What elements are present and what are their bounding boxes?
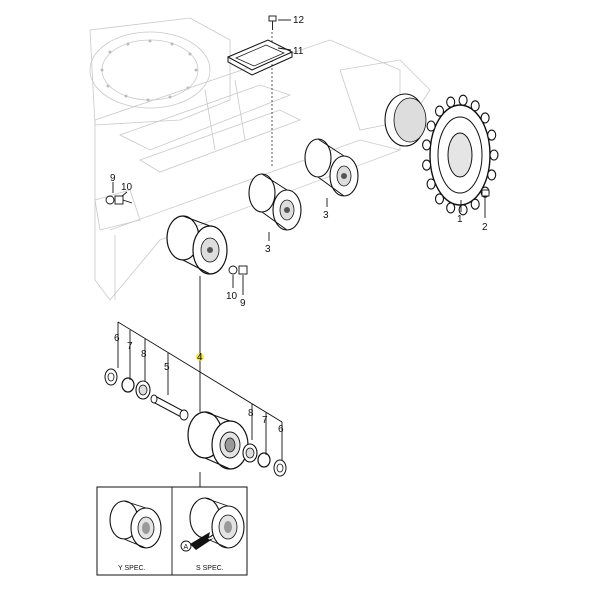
y-spec-caption: Y SPEC. (118, 565, 146, 572)
callout-1: 1 (457, 214, 463, 225)
sprocket-tooth (470, 100, 480, 112)
callout-6: 6 (278, 424, 284, 435)
callout-9: 9 (240, 298, 246, 309)
snap-ring-part (257, 452, 271, 468)
callout-10: 10 (226, 291, 238, 302)
callout-8: 8 (248, 408, 254, 419)
track-frame-outline (89, 17, 431, 301)
callout-3: 3 (323, 210, 329, 221)
spec-inset: A Y SPEC. S SPEC. (96, 472, 248, 576)
sprocket-part (384, 93, 499, 216)
sprocket-tooth (487, 169, 497, 181)
sprocket-tooth (422, 159, 432, 171)
s-spec-roller (189, 497, 245, 550)
svg-text:A: A (184, 544, 189, 551)
callout-2: 2 (482, 222, 488, 233)
sprocket-tooth (489, 149, 499, 161)
guard-bolt-part (268, 15, 277, 168)
s-spec-caption: S SPEC. (196, 565, 224, 572)
callout-11: 11 (293, 46, 304, 57)
lower-roller-part (166, 215, 228, 275)
roller-part (187, 411, 249, 470)
bolt-washer-part (228, 265, 248, 275)
seal-part (104, 368, 118, 386)
detail-marker-a: A (180, 540, 192, 552)
sprocket-tooth (458, 94, 468, 106)
callout-7: 7 (262, 415, 268, 426)
sprocket-tooth (426, 120, 436, 132)
callout-3: 3 (265, 244, 271, 255)
track-roller-part (304, 138, 359, 197)
guard-plate-part (226, 39, 294, 76)
sprocket-tooth (446, 96, 456, 108)
callout-8: 8 (141, 349, 147, 360)
callout-12: 12 (293, 15, 305, 26)
sprocket-tooth (422, 139, 432, 151)
sprocket-bolt-part (481, 189, 490, 218)
callout-6: 6 (114, 333, 120, 344)
shaft-part (150, 394, 189, 421)
callout-9: 9 (110, 173, 116, 184)
bolt-washer-part (105, 195, 133, 205)
y-spec-roller (109, 500, 162, 549)
snap-ring-part (121, 377, 135, 393)
bearing-part (135, 380, 151, 400)
sprocket-tooth (480, 112, 490, 124)
callout-5: 5 (164, 362, 170, 373)
sprocket-tooth (470, 198, 480, 210)
sprocket-tooth (446, 202, 456, 214)
sprocket-tooth (426, 178, 436, 190)
highlight-marker (196, 353, 204, 361)
sprocket-tooth (487, 129, 497, 141)
sprocket-tooth (434, 193, 445, 205)
track-roller-part (248, 173, 302, 231)
parts-bracket (117, 321, 283, 462)
seal-part (273, 459, 287, 477)
callout-4: 4 (197, 352, 203, 363)
callout-7: 7 (127, 341, 133, 352)
sprocket-tooth (434, 105, 445, 117)
bearing-part (242, 443, 258, 463)
callout-10: 10 (121, 182, 133, 193)
